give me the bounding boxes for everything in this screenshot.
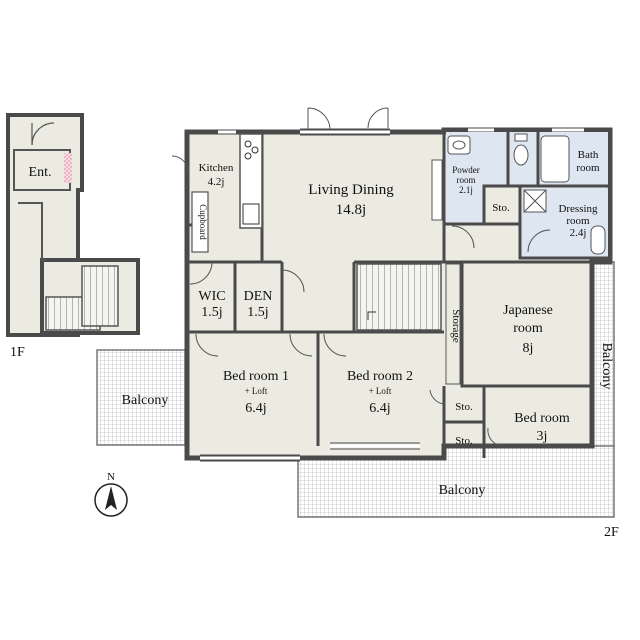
- bed2-name: Bed room 2: [347, 369, 413, 384]
- stove-burner-icon: [244, 140, 252, 148]
- dressing-line1: Dressing: [558, 203, 598, 215]
- washbasin-bowl-icon: [452, 140, 466, 150]
- dressing-size: 2.4j: [570, 227, 587, 239]
- first-floor-label: 1F: [10, 345, 25, 360]
- first-floor-stairs-upper: [81, 265, 119, 327]
- cupboard-outline: [191, 191, 209, 253]
- entrance-area: [13, 149, 71, 191]
- living-name: Living Dining: [308, 182, 394, 198]
- stove-burner-icon: [251, 146, 259, 154]
- balcony-left: [96, 349, 188, 446]
- living-size: 14.8j: [336, 202, 366, 218]
- living-cabinet: [431, 159, 443, 221]
- cupboard-label: Cupboard: [198, 204, 208, 240]
- japanese-line1: Japanese: [503, 303, 553, 318]
- balcony-bottom-label: Balcony: [439, 483, 486, 498]
- stove-burner-icon: [244, 152, 252, 160]
- north-arrow-icon: [105, 486, 117, 510]
- kitchen-name: Kitchen: [199, 162, 234, 174]
- bathtub-icon: [540, 135, 570, 183]
- second-floor-label: 2F: [604, 525, 619, 540]
- bed3-size: 3j: [537, 429, 548, 444]
- entrance-label: Ent.: [29, 165, 52, 180]
- balcony-left-label: Balcony: [122, 393, 169, 408]
- first-floor-corridor-wall: [18, 202, 46, 261]
- japanese-size: 8j: [523, 341, 534, 356]
- washbasin-icon: [447, 135, 471, 155]
- compass-label: N: [107, 471, 115, 483]
- window-frames: [200, 128, 420, 462]
- dressing-line2: room: [566, 215, 590, 227]
- bed3-name: Bed room: [514, 411, 570, 426]
- bath-line1: Bath: [578, 149, 599, 161]
- balcony-right-label: Balcony: [599, 343, 614, 390]
- toilet-tank-icon: [514, 133, 528, 142]
- toilet-icon: [513, 144, 529, 166]
- door-swings: [171, 107, 551, 447]
- storage-small-fill: [484, 188, 520, 224]
- powder-size: 2.1j: [459, 185, 473, 195]
- bed1-size: 6.4j: [245, 401, 266, 416]
- washer-cross-icon: [523, 189, 547, 213]
- den-size: 1.5j: [247, 305, 268, 320]
- first-floor-plan: Ent. 1F: [6, 113, 140, 360]
- storage-small-label: Sto.: [492, 202, 510, 214]
- storage-strip: [445, 263, 461, 385]
- north-compass: N: [94, 471, 128, 517]
- storage-label: Storage: [450, 309, 462, 343]
- kitchen-size: 4.2j: [208, 176, 225, 188]
- dressing-basin-icon: [590, 225, 606, 255]
- stair-arrow: [367, 311, 376, 320]
- second-floor-stairs: [356, 263, 442, 331]
- powder-line1: Powder: [452, 165, 480, 175]
- bed1-name: Bed room 1: [223, 369, 289, 384]
- entrance-shoe-tile: [64, 153, 72, 183]
- japanese-line2: room: [513, 321, 543, 336]
- powder-line2: room: [457, 175, 476, 185]
- windows: [200, 128, 584, 460]
- bed2-size: 6.4j: [369, 401, 390, 416]
- sto-b-label: Sto.: [455, 435, 473, 447]
- wic-size: 1.5j: [201, 305, 222, 320]
- sto-a-label: Sto.: [455, 401, 473, 413]
- bed2-loft: + Loft: [369, 386, 392, 396]
- bath-line2: room: [576, 162, 600, 174]
- wic-name: WIC: [198, 289, 225, 304]
- den-name: DEN: [244, 289, 273, 304]
- sink-icon: [242, 203, 260, 225]
- bed1-loft: + Loft: [245, 386, 268, 396]
- second-floor-plan: Kitchen 4.2j Cupboard Living Dining 14.8…: [171, 107, 613, 462]
